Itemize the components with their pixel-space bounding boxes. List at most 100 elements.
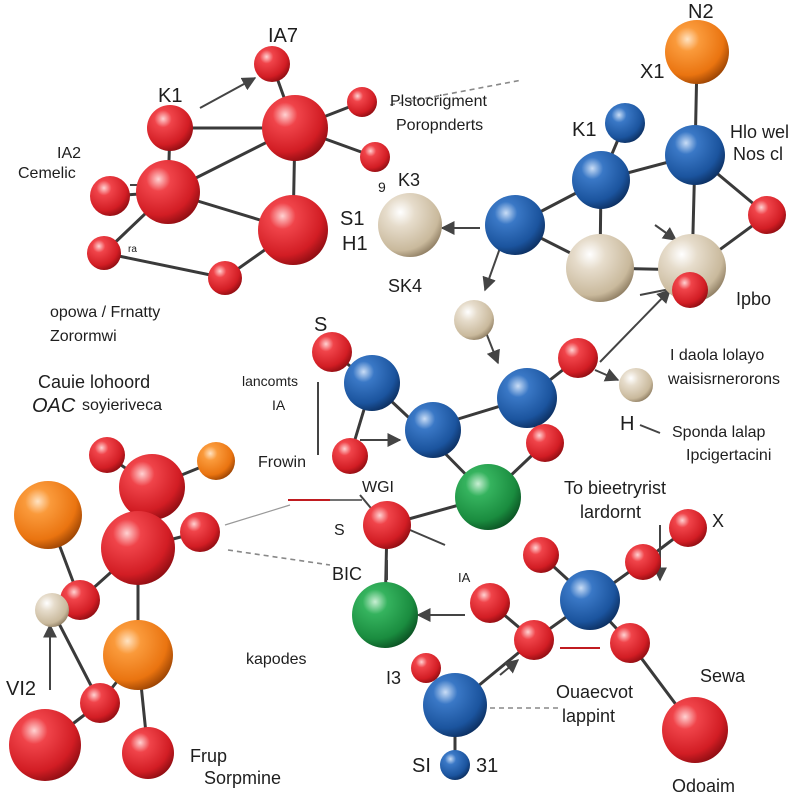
label-sk4: SK4 (388, 276, 422, 296)
atom-red (90, 176, 130, 216)
atom-orange (14, 481, 82, 549)
connector (409, 529, 446, 546)
label-ia-small: IA (272, 397, 286, 413)
bond (102, 251, 227, 280)
atom-red (411, 653, 441, 683)
label-wgi: WGI (362, 479, 394, 496)
atom-red (312, 332, 352, 372)
atom-blue (605, 103, 645, 143)
dashed-line (227, 549, 331, 566)
atom-beige (35, 593, 69, 627)
atom-orange (665, 20, 729, 84)
label-s-mid: S (314, 314, 327, 336)
atom-red (208, 261, 242, 295)
atom-red (470, 583, 510, 623)
dashed-line (389, 79, 523, 106)
atom-red (136, 160, 200, 224)
atom-red (610, 623, 650, 663)
label-poropnderts: Poropnderts (396, 117, 483, 134)
label-h-right: H (620, 413, 634, 435)
label-ia2: IA2 (57, 145, 81, 162)
label-frup: Frup (190, 746, 227, 766)
label-ia7: IA7 (268, 25, 298, 47)
label-ia-lower: IA (458, 570, 471, 585)
label-sorpmine: Sorpmine (204, 768, 281, 788)
label-31: 31 (476, 755, 498, 777)
atom-beige (454, 300, 494, 340)
atom-orange (103, 620, 173, 690)
labels: IA7 K1 N2 X1 IA2 Cemelic Plstocrigment P… (6, 1, 789, 796)
label-sponda: Sponda lalap (672, 424, 766, 441)
label-ipbo: Ipbo (736, 289, 771, 309)
label-oac: OAC (32, 395, 76, 417)
atom-red (514, 620, 554, 660)
label-waisisrnerorons: waisisrnerorons (667, 371, 780, 388)
label-small-mark: ra (128, 244, 137, 255)
label-odoaim: Odoaim (672, 776, 735, 796)
label-i3: I3 (386, 668, 401, 688)
atom-red (60, 580, 100, 620)
arrow (482, 247, 501, 292)
pointer-line (224, 504, 291, 526)
atom-red (147, 105, 193, 151)
atom-red (748, 196, 786, 234)
atom-red (80, 683, 120, 723)
atom-red (662, 697, 728, 763)
label-n2: N2 (688, 1, 714, 23)
label-s1: S1 (340, 208, 364, 230)
label-sewa: Sewa (700, 666, 746, 686)
label-k1-right: K1 (572, 119, 596, 141)
arrow (594, 368, 620, 382)
atom-blue (440, 750, 470, 780)
atom-blue (344, 355, 400, 411)
atom-red (672, 272, 708, 308)
label-kapodes: kapodes (246, 651, 307, 668)
arrow (484, 329, 500, 365)
arrow (499, 659, 520, 676)
atom-red (87, 236, 121, 270)
atom-red (363, 501, 411, 549)
label-ipcigertacini: Ipcigertacini (686, 447, 771, 464)
label-k3-prefix: 9 (378, 179, 386, 195)
atom-red (89, 437, 125, 473)
atom-red (360, 142, 390, 172)
atom-blue (485, 195, 545, 255)
atom-red (262, 95, 328, 161)
label-to-bieetryrist: To bieetryrist (564, 478, 666, 498)
atom-red (558, 338, 598, 378)
atom-red (523, 537, 559, 573)
connector (639, 424, 661, 434)
atom-red (332, 438, 368, 474)
label-si: SI (412, 755, 431, 777)
atom-red (526, 424, 564, 462)
atom-blue (572, 151, 630, 209)
label-k3: K3 (398, 170, 420, 190)
arrow (599, 288, 671, 363)
atom-red (258, 195, 328, 265)
label-ouaecvot: Ouaecvot (556, 682, 633, 702)
atom-beige (619, 368, 653, 402)
atom-blue (405, 402, 461, 458)
atom-blue (423, 673, 487, 737)
atom-red (119, 454, 185, 520)
label-zorormwi: Zorormwi (50, 328, 117, 345)
label-hlo-wel: Hlo wel (730, 122, 789, 142)
atom-red (625, 544, 661, 580)
atom-orange (197, 442, 235, 480)
atom-red (101, 511, 175, 585)
label-cauie: Cauie lohoord (38, 372, 150, 392)
label-nos-cl: Nos cl (733, 144, 783, 164)
atom-red (669, 509, 707, 547)
atom-blue (560, 570, 620, 630)
label-lappint: lappint (562, 706, 615, 726)
label-frowin: Frowin (258, 454, 306, 471)
atom-red (254, 46, 290, 82)
atom-red (9, 709, 81, 781)
atom-red (347, 87, 377, 117)
label-x-mark: X (712, 511, 724, 531)
label-lancomts: lancomts (242, 373, 298, 389)
atom-beige (566, 234, 634, 302)
label-cemelic: Cemelic (18, 165, 76, 182)
arrows (43, 77, 692, 709)
